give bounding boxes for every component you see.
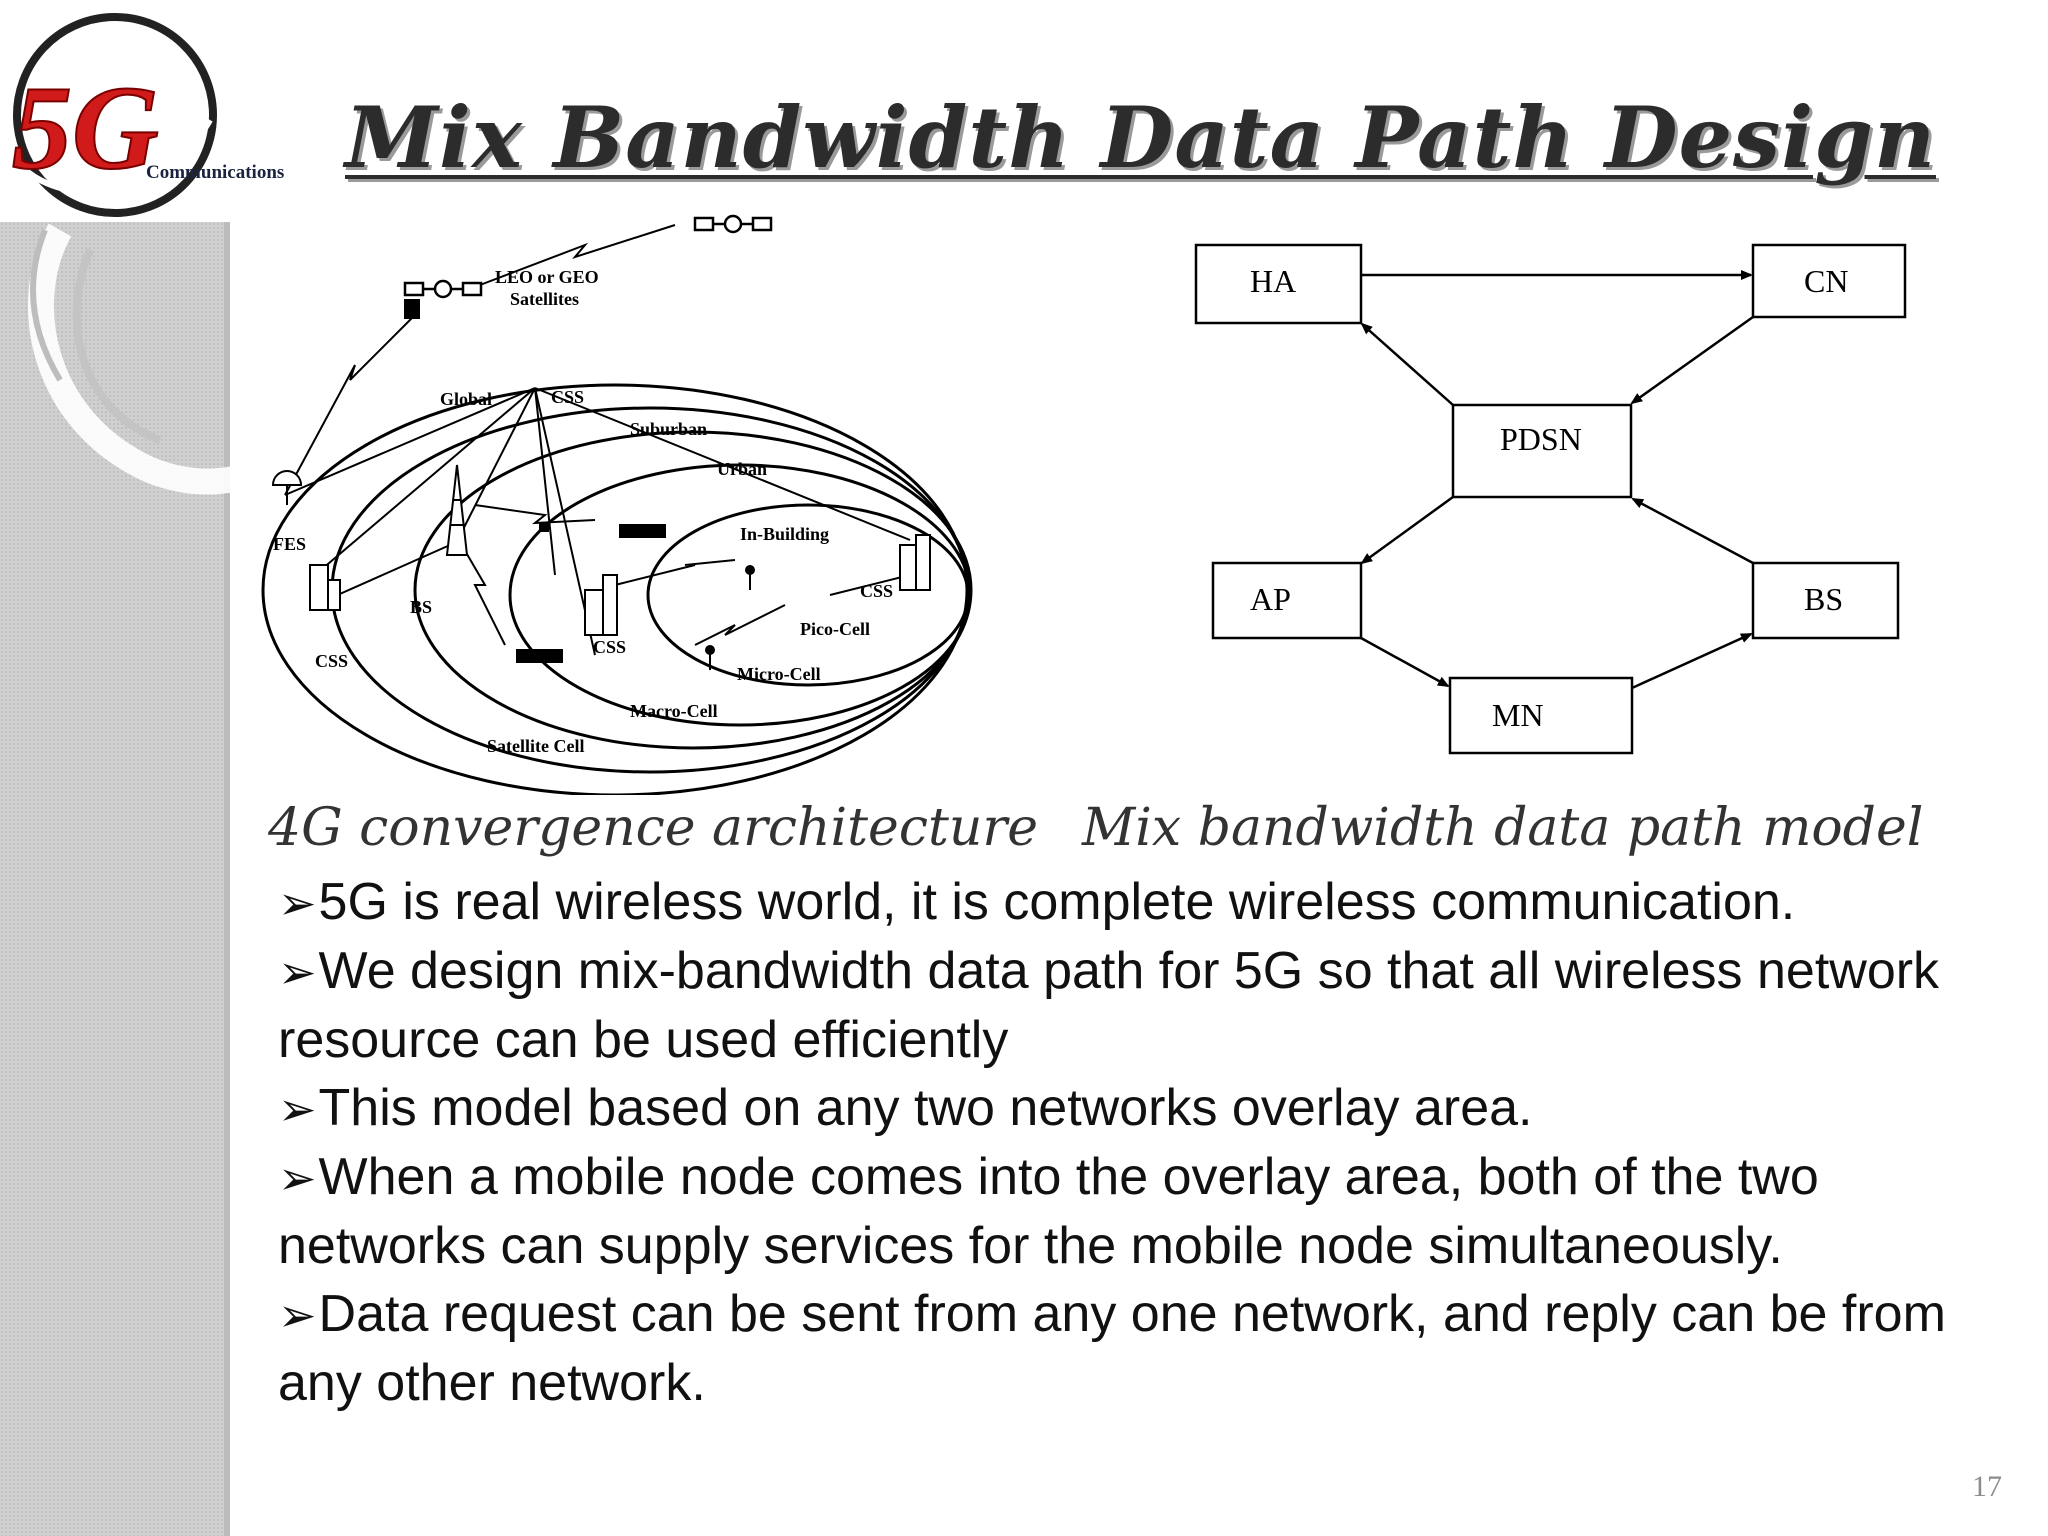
bullet-list: ➢5G is real wireless world, it is comple… (278, 868, 1988, 1417)
building-icon (309, 564, 329, 611)
label-satellites-line1: LEO or GEO (495, 267, 599, 287)
node-mn: MN (1492, 697, 1544, 733)
edge-cn-pdsn (1630, 315, 1754, 405)
label-css-left: CSS (315, 651, 348, 671)
decorative-swirl (28, 223, 260, 495)
label-fes: FES (273, 534, 306, 554)
page-title: Mix Bandwidth Data Path Design (345, 88, 1937, 187)
bullet-marker: ➢ (278, 877, 317, 929)
bullet-marker: ➢ (278, 946, 317, 998)
bullet-text: Data request can be sent from any one ne… (278, 1285, 1946, 1412)
bullet-text: We design mix-bandwidth data path for 5G… (278, 942, 1940, 1069)
sidebar-edge (224, 222, 230, 1536)
bullet-item: ➢Data request can be sent from any one n… (278, 1280, 1988, 1417)
vehicle-icon (619, 524, 666, 538)
label-pico-cell: Pico-Cell (800, 619, 870, 639)
base-station-tower-icon (445, 464, 469, 556)
label-css-mid: CSS (593, 637, 626, 657)
label-urban: Urban (717, 459, 767, 479)
caption-right: Mix bandwidth data path model (1082, 798, 1924, 858)
node-ap-box (1211, 561, 1363, 640)
page-number: 17 (1972, 1470, 2002, 1503)
node-bs: BS (1804, 581, 1843, 617)
bullet-text: When a mobile node comes into the overla… (278, 1148, 1819, 1275)
bullet-item: ➢When a mobile node comes into the overl… (278, 1143, 1988, 1280)
label-satellites-line2: Satellites (510, 289, 579, 309)
label-css-right: CSS (860, 581, 893, 601)
node-ha: HA (1250, 263, 1296, 299)
label-micro-cell: Micro-Cell (737, 664, 821, 684)
logo-mark: 5G (12, 61, 159, 194)
bullet-text: 5G is real wireless world, it is complet… (318, 873, 1796, 931)
logo-tagline: Communications (146, 162, 284, 183)
edge-pdsn-ap (1360, 495, 1454, 565)
logo-5g-communications: 5G Communications (7, 13, 284, 217)
caption-left: 4G convergence architecture (268, 798, 1038, 858)
label-global: Global (440, 389, 492, 409)
node-ha-box (1194, 243, 1363, 325)
bullet-marker: ➢ (278, 1083, 317, 1135)
data-path-model-diagram: HA CN PDSN AP BS MN (1194, 243, 1907, 755)
person-icon (745, 565, 755, 575)
bullet-item: ➢We design mix-bandwidth data path for 5… (278, 937, 1988, 1074)
label-satellite-cell: Satellite Cell (487, 736, 584, 756)
edge-bs-pdsn (1631, 497, 1754, 565)
node-bs-box (1751, 561, 1900, 640)
bullet-item: ➢5G is real wireless world, it is comple… (278, 868, 1988, 937)
bullet-text: This model based on any two networks ove… (318, 1079, 1533, 1137)
label-suburban: Suburban (630, 419, 707, 439)
bullet-item: ➢This model based on any two networks ov… (278, 1074, 1988, 1143)
node-mn-box (1448, 676, 1634, 755)
satellite-icon (403, 214, 773, 299)
edge-mn-bs (1631, 632, 1753, 690)
node-pdsn-box (1451, 403, 1633, 499)
bullet-marker: ➢ (278, 1152, 317, 1204)
node-ap: AP (1250, 581, 1291, 617)
edge-pdsn-ha (1360, 322, 1454, 406)
convergence-architecture-diagram: LEO or GEO Satellites Global CSS Suburba… (261, 214, 973, 795)
node-cn-box (1751, 243, 1907, 319)
bullet-marker: ➢ (278, 1289, 317, 1341)
edge-ap-mn (1360, 636, 1450, 688)
label-in-building: In-Building (740, 524, 829, 544)
node-cn: CN (1804, 263, 1848, 299)
label-bs: BS (410, 597, 432, 617)
fes-dish-icon (271, 470, 303, 486)
node-pdsn: PDSN (1500, 421, 1582, 457)
label-css-top: CSS (551, 387, 584, 407)
label-macro-cell: Macro-Cell (630, 701, 718, 721)
